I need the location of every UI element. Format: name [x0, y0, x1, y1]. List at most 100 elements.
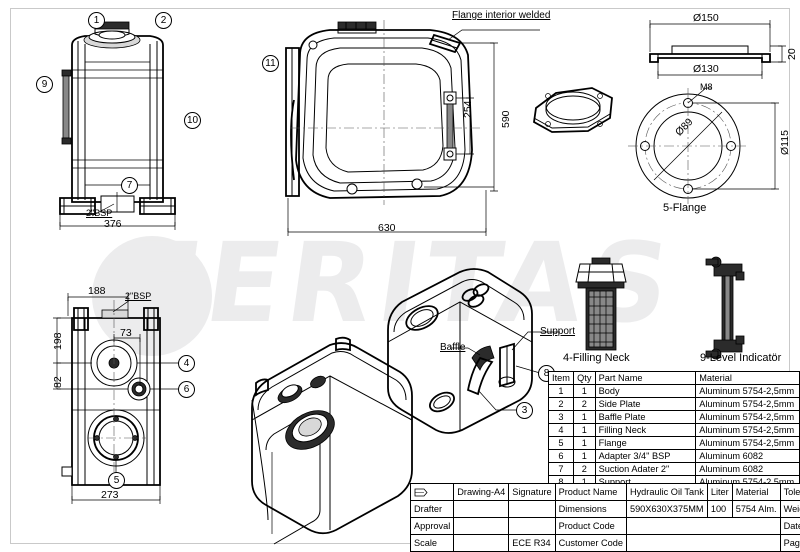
dim-73: 73 — [120, 327, 132, 339]
iso-view-front-geometry — [251, 336, 413, 545]
note-m8: M8 — [700, 82, 713, 92]
header-item: Item — [548, 371, 574, 385]
title-block-row-scale: Scale ECE R34 Customer Code Page 1 — [409, 534, 800, 552]
first-angle-projection-icon — [414, 488, 428, 496]
dimensions-value: 590X630X375MM — [625, 500, 708, 518]
side-view-geometry — [59, 21, 176, 230]
balloon-4: 4 — [178, 355, 195, 372]
cell-material: Aluminum 5754-2,5mm — [695, 397, 800, 411]
dim-590: 590 — [500, 110, 512, 128]
signature-header: Signature — [508, 483, 556, 501]
watermark-circle — [92, 236, 212, 356]
approval-label: Approval — [409, 517, 455, 535]
drafter-label: Drafter — [409, 500, 455, 518]
product-code-label: Product Code — [554, 517, 627, 535]
note-baffle: Baffle — [440, 342, 466, 353]
caption-level-indicator: 9-Level Indicatör — [700, 352, 782, 364]
material-label: Material — [731, 483, 781, 501]
tolerance-label: Tolerance — [779, 483, 800, 501]
customer-code-label: Customer Code — [554, 534, 627, 552]
front-view-geometry — [53, 293, 178, 504]
balloon-9: 9 — [36, 76, 53, 93]
projection-symbol-cell — [409, 483, 455, 501]
cell-material: Aluminum 5754-2,5mm — [695, 436, 800, 450]
title-block: Drawing-A4 Signature Product Name Hydrau… — [409, 483, 800, 552]
flange-plan-geometry — [628, 87, 779, 204]
cell-item: 1 — [548, 384, 574, 398]
cell-name: Suction Adater 2" — [594, 462, 697, 476]
header-material: Material — [695, 371, 800, 385]
flange-iso-geometry — [533, 87, 613, 133]
parts-table-header-row: Item Qty Part Name Material — [548, 371, 800, 385]
dim-273: 273 — [101, 489, 119, 501]
dim-82: 82 — [52, 376, 64, 388]
page-label: Page — [779, 534, 800, 552]
note-support: Support — [540, 326, 576, 337]
title-block-row-approval: Approval Product Code Date 19.06.2025 — [409, 517, 800, 535]
balloon-3: 3 — [516, 402, 533, 419]
cell-item: 2 — [548, 397, 574, 411]
scale-label: Scale — [409, 534, 455, 552]
product-name-value: Hydraulic Oil Tank — [625, 483, 708, 501]
header-qty: Qty — [572, 371, 596, 385]
caption-filling-neck: 4-Filling Neck — [563, 352, 630, 364]
balloon-6: 6 — [178, 381, 195, 398]
cell-name: Flange — [594, 436, 697, 450]
liter-value: 100 — [706, 500, 733, 518]
flange-section-geometry — [649, 20, 786, 79]
cell-name: Body — [594, 384, 697, 398]
cell-qty: 1 — [572, 423, 596, 437]
cell-item: 4 — [548, 423, 574, 437]
header-part-name: Part Name — [594, 371, 697, 385]
cell-qty: 2 — [572, 462, 596, 476]
balloon-7: 7 — [121, 177, 138, 194]
dim-198: 198 — [52, 332, 64, 350]
title-block-row-drafter: Drafter Dimensions 590X630X375MM 100 575… — [409, 500, 800, 518]
balloon-2: 2 — [155, 12, 172, 29]
approval-value[interactable] — [453, 517, 510, 535]
drafter-signature[interactable] — [508, 500, 556, 518]
product-name-label: Product Name — [554, 483, 627, 501]
main-view-geometry — [285, 20, 540, 236]
balloon-11: 11 — [262, 55, 279, 72]
cell-name: Baffle Plate — [594, 410, 697, 424]
cell-item: 5 — [548, 436, 574, 450]
cell-material: Aluminum 5754-2,5mm — [695, 384, 800, 398]
dim-d130: Ø130 — [693, 63, 719, 75]
drafter-value[interactable] — [453, 500, 510, 518]
caption-flange: 5-Flange — [663, 202, 707, 214]
cell-name: Adapter 3/4" BSP — [594, 449, 697, 463]
note-2bsp-front: 2"BSP — [125, 291, 152, 301]
cell-qty: 1 — [572, 410, 596, 424]
iso-view-rear-geometry — [387, 268, 560, 434]
scale-value[interactable] — [453, 534, 510, 552]
balloon-1: 1 — [88, 12, 105, 29]
liter-label: Liter — [706, 483, 733, 501]
drawing-frame — [10, 8, 790, 544]
weight-label: Weight — [779, 500, 800, 518]
scale-signature: ECE R34 — [508, 534, 556, 552]
cell-material: Aluminum 5754-2,5mm — [695, 423, 800, 437]
dim-630: 630 — [378, 222, 396, 234]
dim-188: 188 — [88, 285, 106, 297]
dimensions-label: Dimensions — [554, 500, 627, 518]
dim-d115: Ø115 — [779, 130, 791, 155]
dim-d150: Ø150 — [693, 12, 719, 24]
cell-item: 7 — [548, 462, 574, 476]
cell-name: Filling Neck — [594, 423, 697, 437]
cell-material: Aluminum 5754-2,5mm — [695, 410, 800, 424]
cell-name: Side Plate — [594, 397, 697, 411]
material-value: 5754 Alm. — [731, 500, 781, 518]
cell-item: 6 — [548, 449, 574, 463]
cell-material: Aluminum 6082 — [695, 449, 800, 463]
note-2bsp-side: 2"BSP — [86, 208, 113, 218]
approval-signature[interactable] — [508, 517, 556, 535]
